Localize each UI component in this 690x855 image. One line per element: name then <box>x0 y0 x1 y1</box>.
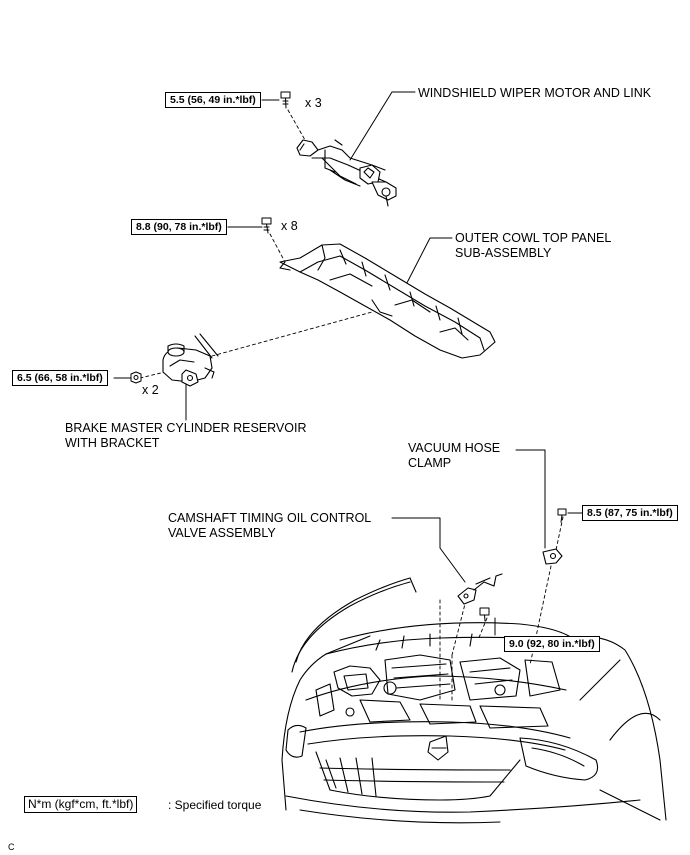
dashed-lines <box>139 109 564 701</box>
wiper-motor-and-link <box>296 139 397 207</box>
corner-code: C <box>8 842 15 852</box>
outer-cowl-top-panel <box>279 243 496 359</box>
legend-torque-text: : Specified torque <box>168 798 262 812</box>
torque-reservoir: 6.5 (66, 58 in.*lbf) <box>12 370 108 386</box>
bolt-cowl <box>261 217 272 234</box>
torque-wiper: 5.5 (56, 49 in.*lbf) <box>165 92 261 108</box>
qty-cowl: x 8 <box>281 219 298 233</box>
label-camshaft-valve: CAMSHAFT TIMING OIL CONTROL VALVE ASSEMB… <box>168 511 372 540</box>
qty-wiper: x 3 <box>305 96 322 110</box>
nut-reservoir <box>130 371 142 384</box>
vacuum-hose-clamp <box>542 548 563 565</box>
label-wiper-motor: WINDSHIELD WIPER MOTOR AND LINK <box>418 86 652 100</box>
bolt-valve <box>479 607 490 622</box>
qty-reservoir: x 2 <box>142 383 159 397</box>
label-cowl-panel: OUTER COWL TOP PANEL SUB-ASSEMBLY <box>455 231 612 260</box>
label-vacuum-clamp: VACUUM HOSE CLAMP <box>408 441 501 470</box>
torque-valve: 9.0 (92, 80 in.*lbf) <box>504 636 600 652</box>
vehicle-front <box>281 577 667 824</box>
brake-reservoir <box>162 333 219 387</box>
torque-clamp: 8.5 (87, 75 in.*lbf) <box>582 505 678 521</box>
torque-cowl: 8.8 (90, 78 in.*lbf) <box>131 219 227 235</box>
label-brake-reservoir: BRAKE MASTER CYLINDER RESERVOIR WITH BRA… <box>65 421 307 450</box>
bolt-clamp <box>557 508 567 523</box>
legend-torque-box: N*m (kgf*cm, ft.*lbf) <box>24 796 138 813</box>
camshaft-timing-valve <box>457 573 503 605</box>
bolt-wiper <box>280 91 291 109</box>
